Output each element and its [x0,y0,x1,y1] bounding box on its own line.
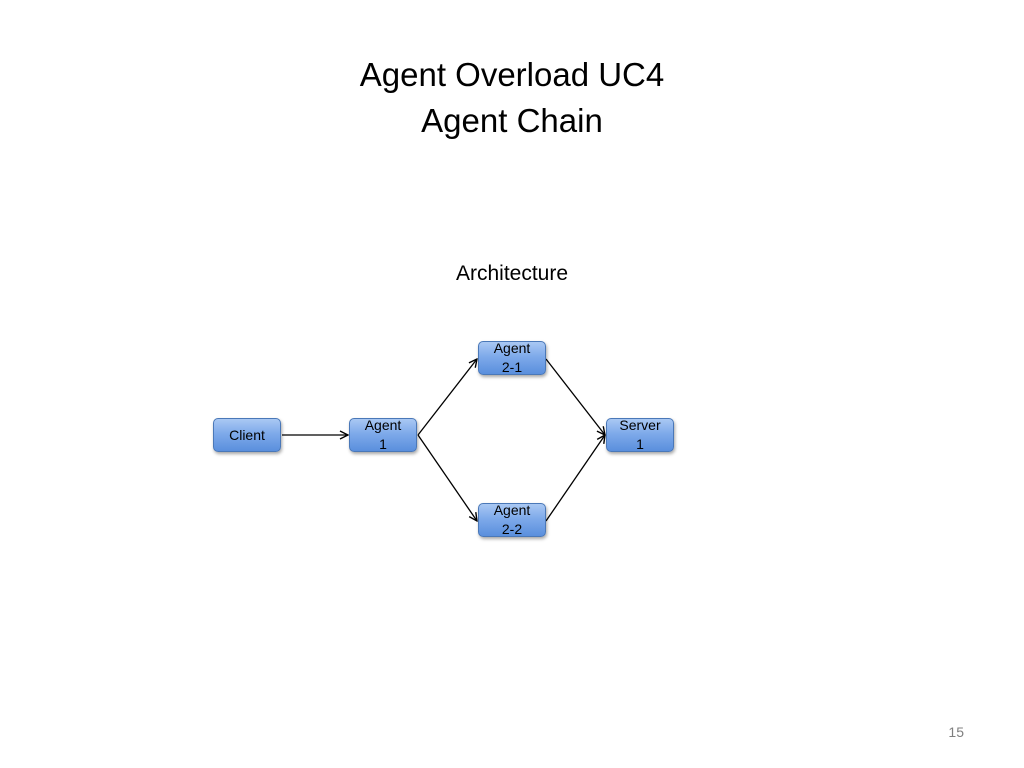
node-client[interactable]: Client [213,418,281,452]
node-server-1-label: Server 1 [619,417,661,452]
title-line-2: Agent Chain [421,102,603,139]
node-server-1[interactable]: Server 1 [606,417,674,452]
edge-agent2-1-server1 [545,358,605,435]
slide-title: Agent Overload UC4 Agent Chain [0,52,1024,144]
node-agent-1[interactable]: Agent 1 [349,417,417,452]
edge-agent1-agent2-1 [417,359,477,436]
node-agent-2-2-label: Agent 2-2 [493,502,531,537]
node-agent-2-1[interactable]: Agent 2-1 [478,340,546,375]
edge-agent2-2-server1 [545,435,605,522]
edge-agent1-agent2-2 [417,434,477,521]
page-number: 15 [948,724,964,740]
architecture-label: Architecture [455,262,569,285]
node-agent-1-label: Agent 1 [364,417,402,452]
node-client-label: Client [229,426,265,443]
node-agent-2-1-label: Agent 2-1 [493,340,531,375]
node-agent-2-2[interactable]: Agent 2-2 [478,502,546,537]
title-line-1: Agent Overload UC4 [359,56,665,93]
